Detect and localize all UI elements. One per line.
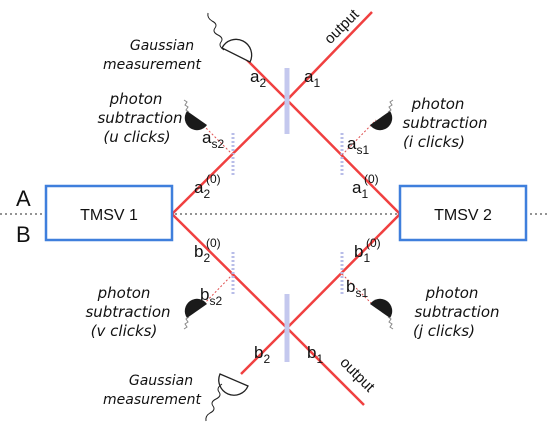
mode-a2-0-sup: (0) [206,172,221,186]
upper-right-line2: subtraction [402,114,487,132]
lower-right-line2: subtraction [414,303,499,321]
mode-a1-0-sup: (0) [364,172,379,186]
mode-a2-0: a2 [194,178,210,201]
gaussian-top-line2: measurement [103,57,201,73]
region-a-label: A [16,186,31,211]
mode-bs2: bs2 [200,285,222,308]
wire-lower-left [183,316,190,330]
pickoff-links [199,119,377,309]
mode-labels: a2 a1 as2 as1 a2 (0) a1 (0) b2 (0) b1 (0… [194,67,381,366]
mode-as1: as1 [347,134,369,157]
mode-a1-0: a1 [352,178,368,201]
photon-subtraction-labels: photon subtraction (u clicks) photon sub… [85,90,499,340]
tmsv-1-label: TMSV 1 [80,207,138,224]
tmsv-2-box [398,184,528,242]
upper-left-line1: photon [109,90,163,108]
wire-upper-left [183,99,190,113]
photon-detector-lower-left-icon [184,298,207,318]
photon-detector-lower-right-icon [370,298,393,318]
photon-detector-upper-left-icon [184,111,207,131]
photon-detector-upper-right-icon [370,111,393,131]
lower-right-line1: photon [425,284,479,302]
lower-right-line3: (j clicks) [413,322,475,340]
mode-b2-0-sup: (0) [206,236,221,250]
wire-gaussian-top [207,12,225,51]
wire-lower-right [387,316,394,330]
gaussian-detector-bottom-icon [218,373,249,396]
beam-to-gaussian-bottom [240,327,288,375]
lower-left-line2: subtraction [85,303,170,321]
wire-upper-right [387,99,394,113]
upper-right-line3: (i clicks) [403,133,465,151]
beam-output-upper [286,11,373,101]
upper-right-line1: photon [411,95,465,113]
wire-gaussian-bottom [205,383,223,422]
beam-b1 [286,213,401,329]
mode-bs1: bs1 [346,277,368,300]
beam-a2 [171,99,288,215]
gaussian-detector-wires [205,12,225,422]
mode-a1: a1 [304,67,320,90]
mode-as2: as2 [202,128,224,151]
link-upper-right [341,119,377,156]
region-b-label: B [16,222,31,247]
upper-left-line3: (u clicks) [103,128,170,146]
mode-b1-0: b1 [354,242,370,265]
gaussian-detector-top-icon [221,38,253,63]
mode-b2: b2 [254,343,270,366]
gaussian-top-line1: Gaussian [130,38,194,54]
mode-b1-0-sup: (0) [366,236,381,250]
beam-to-gaussian-top [242,55,288,101]
output-lower-label: output [336,354,378,396]
link-lower-right [341,273,377,309]
beam-output-lower [286,327,365,406]
mode-b1: b1 [307,343,323,366]
tmsv-1-box [44,184,174,242]
mode-a2: a2 [250,67,266,90]
gaussian-detectors [218,38,253,396]
photon-detector-wires [183,99,394,330]
mode-b2-0: b2 [194,242,210,265]
upper-left-line2: subtraction [97,109,182,127]
photon-detectors [184,111,393,318]
lower-left-line1: photon [97,284,151,302]
tmsv-2-label: TMSV 2 [434,207,492,224]
gaussian-bottom-line2: measurement [103,392,201,408]
gaussian-bottom-line1: Gaussian [129,373,193,389]
lower-left-line3: (v clicks) [91,322,158,340]
beam-b2 [171,213,288,329]
